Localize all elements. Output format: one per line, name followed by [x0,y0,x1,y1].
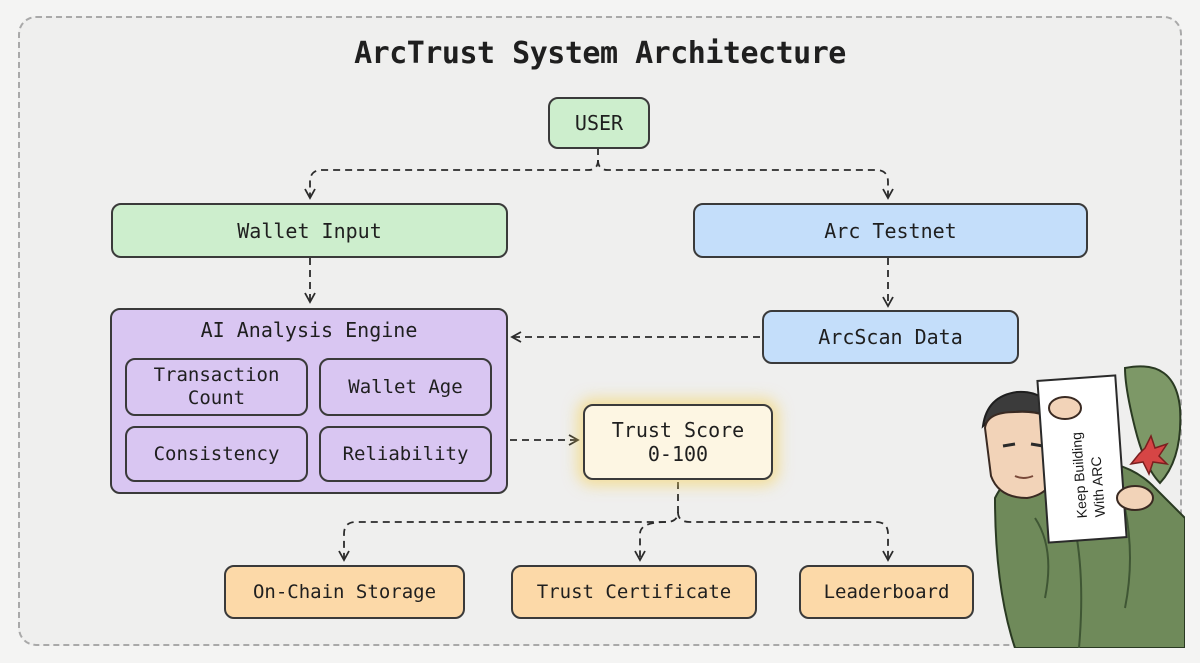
sign-board: Keep Building With ARC [1036,374,1128,544]
trust-score-node: Trust Score 0-100 [583,404,773,480]
connector-user-arc [597,159,894,200]
output-trust-certificate: Trust Certificate [511,565,757,619]
output-on-chain-storage: On-Chain Storage [224,565,465,619]
wallet-input-node: Wallet Input [111,203,508,258]
arcscan-data-node: ArcScan Data [762,310,1019,364]
connector-trust-down [338,482,679,562]
output-leaderboard: Leaderboard [799,565,974,619]
trust-score-label: Trust Score [611,418,745,442]
engine-title: AI Analysis Engine [200,318,418,342]
mascot-illustration: Keep Building With ARC [981,365,1185,648]
sign-text-line: Keep Building With ARC [1068,426,1108,518]
diagram-title: ArcTrust System Architecture [354,36,846,71]
trust-score-range: 0-100 [647,442,709,466]
metric-transaction-count: Transaction Count [125,358,308,416]
metric-wallet-age: Wallet Age [319,358,492,416]
connector-trust-right [677,511,894,562]
connector-trust-center [634,521,667,562]
metric-reliability: Reliability [319,426,492,482]
sign-text-line-2: With ARC [1088,456,1108,518]
arc-testnet-node: Arc Testnet [693,203,1088,258]
metric-consistency: Consistency [125,426,308,482]
user-node: USER [548,97,650,149]
connector-user-split [304,148,599,200]
sign-text: Keep Building [1068,432,1090,519]
